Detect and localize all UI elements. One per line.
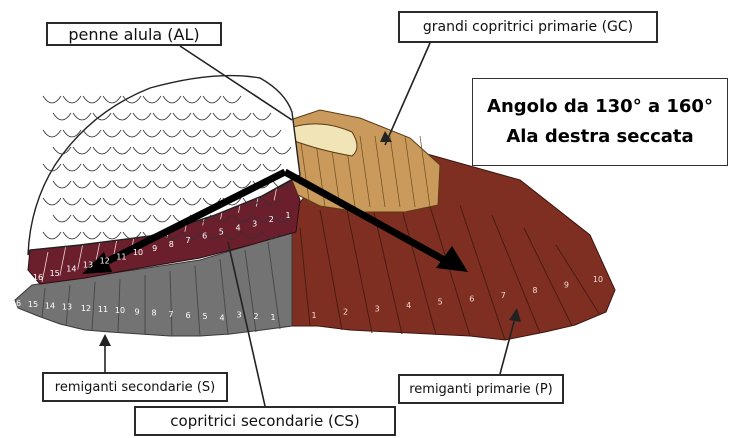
lesser-covert-feather (103, 96, 121, 103)
secondary-number: 4 (219, 313, 224, 322)
lesser-covert-feather (83, 96, 101, 103)
label-alula: penne alula (AL) (46, 22, 222, 46)
secondary-covert-number: 16 (33, 273, 43, 282)
secondary-number: 11 (98, 305, 108, 314)
title-line-2: Ala destra seccata (506, 122, 693, 152)
secondary-covert-number: 9 (152, 244, 157, 253)
label-secondaries: remiganti secondarie (S) (42, 372, 228, 402)
lesser-covert-feather (53, 113, 71, 120)
secondary-covert-number: 6 (202, 232, 207, 241)
secondary-number: 10 (115, 306, 125, 315)
secondary-covert-number: 8 (169, 240, 174, 249)
secondary-covert-number: 5 (219, 228, 224, 237)
primary-number: 10 (593, 275, 603, 284)
label-secondary-coverts: copritrici secondarie (CS) (134, 406, 396, 436)
secondary-covert-number: 14 (66, 265, 76, 274)
secondary-covert-number: 7 (185, 236, 190, 245)
title-box: Angolo da 130° a 160° Ala destra seccata (472, 78, 728, 166)
label-greater-primary-coverts: grandi copritrici primarie (GC) (398, 11, 658, 43)
secondary-covert-number: 12 (100, 256, 110, 265)
secondaries-leader-head (99, 334, 111, 346)
primary-number: 3 (375, 304, 380, 313)
secondary-number: 9 (134, 307, 139, 316)
secondary-number: 2 (253, 312, 258, 321)
primary-number: 4 (406, 301, 411, 310)
secondary-covert-number: 11 (116, 252, 126, 261)
label-primaries: remiganti primarie (P) (398, 374, 564, 404)
primary-number: 2 (343, 308, 348, 317)
secondary-covert-number: 3 (252, 219, 257, 228)
secondary-covert-number: 15 (50, 269, 60, 278)
secondary-covert-number: 2 (269, 215, 274, 224)
secondary-number: 1 (270, 313, 275, 322)
primary-number: 8 (532, 286, 537, 295)
primary-number: 1 (311, 311, 316, 320)
secondary-number: 12 (81, 304, 91, 313)
gc-leader (385, 43, 430, 145)
secondary-number: 16 (11, 299, 21, 308)
lesser-covert-feather (43, 96, 61, 103)
secondary-number: 3 (236, 311, 241, 320)
secondary-number: 14 (45, 301, 55, 310)
lesser-covert-feather (63, 96, 81, 103)
primary-number: 5 (438, 298, 443, 307)
secondary-covert-number: 1 (285, 211, 290, 220)
primary-number: 7 (501, 291, 506, 300)
secondary-number: 15 (28, 300, 38, 309)
secondary-number: 7 (168, 310, 173, 319)
lesser-covert-feather (73, 113, 91, 120)
lesser-covert-feather (43, 130, 61, 137)
primary-number: 9 (564, 281, 569, 290)
secondary-number: 6 (185, 311, 190, 320)
primary-number: 6 (469, 294, 474, 303)
secondary-covert-number: 13 (83, 261, 93, 270)
secondary-covert-number: 4 (235, 223, 240, 232)
secondary-number: 5 (202, 312, 207, 321)
secondary-number: 8 (151, 309, 156, 318)
title-line-1: Angolo da 130° a 160° (487, 92, 713, 122)
secondary-number: 13 (62, 303, 72, 312)
secondary-covert-number: 10 (133, 248, 143, 257)
